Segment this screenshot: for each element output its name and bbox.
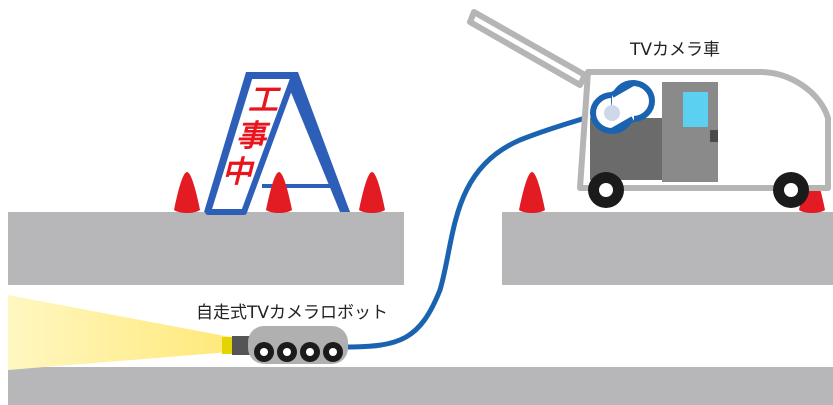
traffic-cone-icon	[799, 172, 825, 213]
right-ground-slab	[502, 212, 833, 285]
truck-label: TVカメラ車	[629, 40, 720, 60]
robot-label: 自走式TVカメラロボット	[196, 303, 388, 323]
cable-reel-icon	[590, 80, 655, 134]
sign-char-1: 工	[248, 83, 282, 118]
traffic-cone-icon	[359, 172, 385, 213]
traffic-cone-icon	[519, 172, 545, 213]
light-beam	[8, 295, 230, 370]
sign-char-3: 中	[222, 155, 255, 190]
left-ground-slab	[8, 212, 404, 285]
pipe-floor	[8, 367, 833, 405]
traffic-cone-icon	[174, 172, 200, 213]
robot-wheels	[254, 342, 343, 362]
camera-truck-icon	[467, 9, 831, 208]
camera-cable	[344, 105, 616, 350]
traffic-cone-icon	[266, 172, 292, 213]
camera-robot-icon	[222, 326, 348, 364]
sign-char-2: 事	[236, 119, 271, 154]
construction-sign-icon: 工 事 中	[204, 72, 350, 215]
